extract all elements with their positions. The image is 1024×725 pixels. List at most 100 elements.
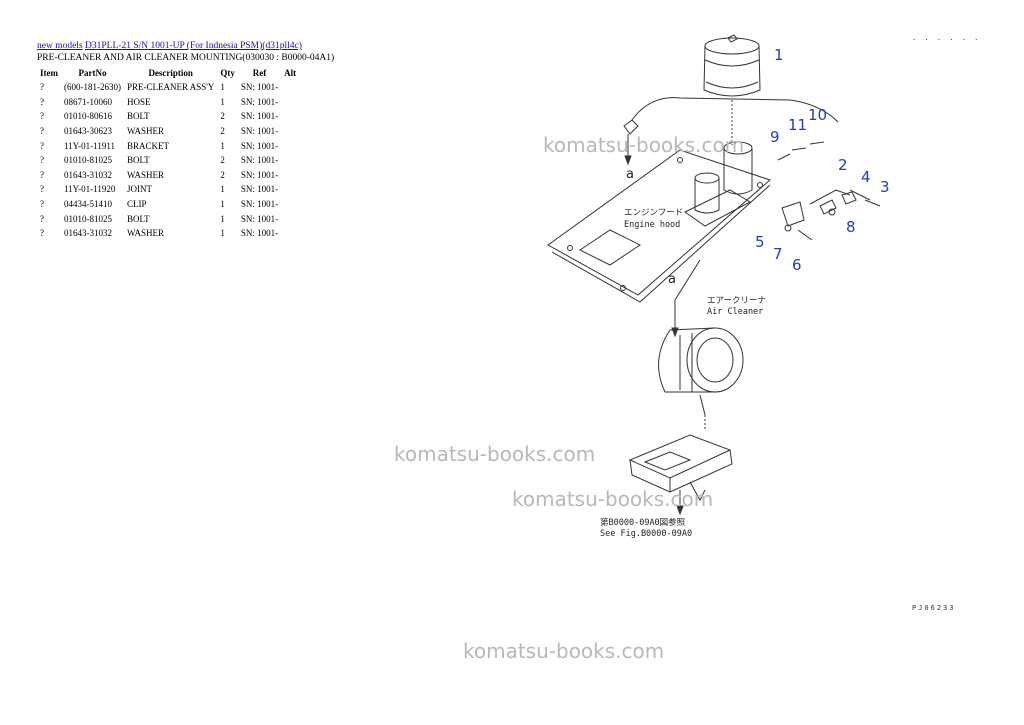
breadcrumb-link-model[interactable]: D31PLL-21 S/N 1001-UP (For Indnesia PSM)… bbox=[85, 41, 302, 51]
cell-alt bbox=[281, 80, 299, 95]
breadcrumb: new models D31PLL-21 S/N 1001-UP (For In… bbox=[37, 40, 302, 52]
cell-alt bbox=[281, 124, 299, 139]
cell-qty: 2 bbox=[220, 155, 225, 166]
cell-item: ? bbox=[40, 228, 44, 239]
breadcrumb-link-new-models[interactable]: new models bbox=[37, 41, 83, 51]
column-header-description: Description bbox=[148, 68, 193, 78]
cell-ref: SN: 1001- bbox=[240, 213, 279, 224]
cell-description: PRE-CLEANER ASS'Y bbox=[127, 82, 215, 93]
cell-partno: 04434-51410 bbox=[64, 199, 112, 210]
cell-partno: 01010-81025 bbox=[64, 213, 112, 224]
cell-partno: 01010-80616 bbox=[64, 111, 112, 122]
column-header-qty: Qty bbox=[220, 68, 235, 78]
cell-ref: SN: 1001- bbox=[240, 199, 279, 210]
cell-partno: 11Y-01-11911 bbox=[64, 140, 115, 151]
table-row: ? 08671-10060 HOSE 1 SN: 1001- bbox=[37, 95, 299, 110]
callout-7: 7 bbox=[773, 245, 783, 263]
cell-ref: SN: 1001- bbox=[240, 126, 279, 137]
cell-item: ? bbox=[40, 184, 44, 195]
air-cleaner-drawing bbox=[658, 327, 744, 416]
cell-alt bbox=[281, 226, 299, 241]
cell-description: BOLT bbox=[127, 213, 150, 224]
cell-alt bbox=[281, 197, 299, 212]
cell-partno: 01010-81025 bbox=[64, 155, 112, 166]
cell-qty: 1 bbox=[220, 228, 225, 239]
cell-item: ? bbox=[40, 155, 44, 166]
cell-description: HOSE bbox=[127, 96, 151, 107]
cell-alt bbox=[281, 95, 299, 110]
intake-pipe-drawing bbox=[684, 141, 753, 227]
ref-letter-a-bottom: a bbox=[668, 272, 676, 287]
cell-description: WASHER bbox=[127, 169, 165, 180]
cell-qty: 1 bbox=[220, 213, 225, 224]
figure-code: PJ06233 bbox=[912, 604, 956, 612]
watermark: komatsu-books.com bbox=[394, 442, 596, 466]
corner-code: · · · · · · bbox=[912, 36, 981, 44]
cell-description: BOLT bbox=[127, 111, 150, 122]
parts-table: Item PartNo Description Qty Ref Alt ?(60… bbox=[37, 66, 299, 241]
cell-item: ? bbox=[40, 140, 44, 151]
cell-ref: SN: 1001- bbox=[240, 155, 279, 166]
cell-partno: (600-181-2630) bbox=[64, 82, 121, 93]
cell-alt bbox=[281, 182, 299, 197]
cell-item: ? bbox=[40, 96, 44, 107]
cell-description: CLIP bbox=[127, 199, 147, 210]
cell-item: ? bbox=[40, 213, 44, 224]
hose-drawing bbox=[623, 97, 839, 166]
cell-qty: 1 bbox=[220, 82, 225, 93]
cell-description: WASHER bbox=[127, 126, 165, 137]
see-fig-jp-label: 第B0000-09A0図参照 bbox=[600, 517, 686, 528]
callout-8: 8 bbox=[846, 218, 856, 236]
cell-description: BOLT bbox=[127, 155, 150, 166]
cell-ref: SN: 1001- bbox=[240, 140, 279, 151]
column-header-partno: PartNo bbox=[78, 68, 107, 78]
table-row: ? 11Y-01-11911 BRACKET 1 SN: 1001- bbox=[37, 138, 299, 153]
cell-qty: 1 bbox=[220, 199, 225, 210]
cell-alt bbox=[281, 211, 299, 226]
column-header-item: Item bbox=[40, 68, 58, 78]
cell-item: ? bbox=[40, 126, 44, 137]
cell-ref: SN: 1001- bbox=[240, 82, 279, 93]
cell-qty: 2 bbox=[220, 111, 225, 122]
cell-alt bbox=[281, 168, 299, 183]
cell-qty: 1 bbox=[220, 140, 225, 151]
cell-ref: SN: 1001- bbox=[240, 228, 279, 239]
watermark: komatsu-books.com bbox=[543, 133, 745, 157]
callout-9: 9 bbox=[770, 128, 780, 146]
column-header-alt: Alt bbox=[284, 68, 297, 78]
cell-partno: 08671-10060 bbox=[64, 96, 112, 107]
callout-6: 6 bbox=[792, 256, 802, 274]
see-fig-en-label: See Fig.B0000-09A0 bbox=[600, 529, 692, 539]
frame-bracket-drawing bbox=[628, 434, 733, 516]
engine-hood-drawing bbox=[547, 149, 771, 303]
cell-item: ? bbox=[40, 82, 44, 93]
table-row: ? 01010-81025 BOLT 2 SN: 1001- bbox=[37, 153, 299, 168]
cell-partno: 11Y-01-11920 bbox=[64, 184, 116, 195]
cell-qty: 2 bbox=[220, 169, 225, 180]
callout-11: 11 bbox=[788, 116, 807, 134]
cell-partno: 01643-31032 bbox=[64, 228, 112, 239]
parts-diagram: 1 2 3 4 5 6 7 8 9 10 11 a a エンジンフード Engi… bbox=[547, 34, 890, 539]
cell-description: JOINT bbox=[127, 184, 152, 195]
cell-qty: 1 bbox=[220, 96, 225, 107]
air-cleaner-jp-label: エアークリーナ bbox=[707, 296, 766, 306]
table-row: ? 01643-30623 WASHER 2 SN: 1001- bbox=[37, 124, 299, 139]
cell-qty: 1 bbox=[220, 184, 225, 195]
cell-partno: 01643-30623 bbox=[64, 126, 112, 137]
callout-3: 3 bbox=[880, 178, 890, 196]
pre-cleaner-drawing bbox=[703, 34, 761, 97]
cell-ref: SN: 1001- bbox=[240, 111, 279, 122]
watermark: komatsu-books.com bbox=[512, 487, 714, 511]
cell-partno: 01643-31032 bbox=[64, 169, 112, 180]
cell-item: ? bbox=[40, 169, 44, 180]
cell-qty: 2 bbox=[220, 126, 225, 137]
engine-hood-jp-label: エンジンフード bbox=[624, 208, 683, 218]
cell-alt bbox=[281, 109, 299, 124]
cell-item: ? bbox=[40, 199, 44, 210]
table-row: ? 01010-81025 BOLT 1 SN: 1001- bbox=[37, 211, 299, 226]
table-row: ? 04434-51410 CLIP 1 SN: 1001- bbox=[37, 197, 299, 212]
cell-ref: SN: 1001- bbox=[240, 96, 279, 107]
callout-10: 10 bbox=[808, 106, 827, 124]
cell-description: BRACKET bbox=[127, 140, 170, 151]
